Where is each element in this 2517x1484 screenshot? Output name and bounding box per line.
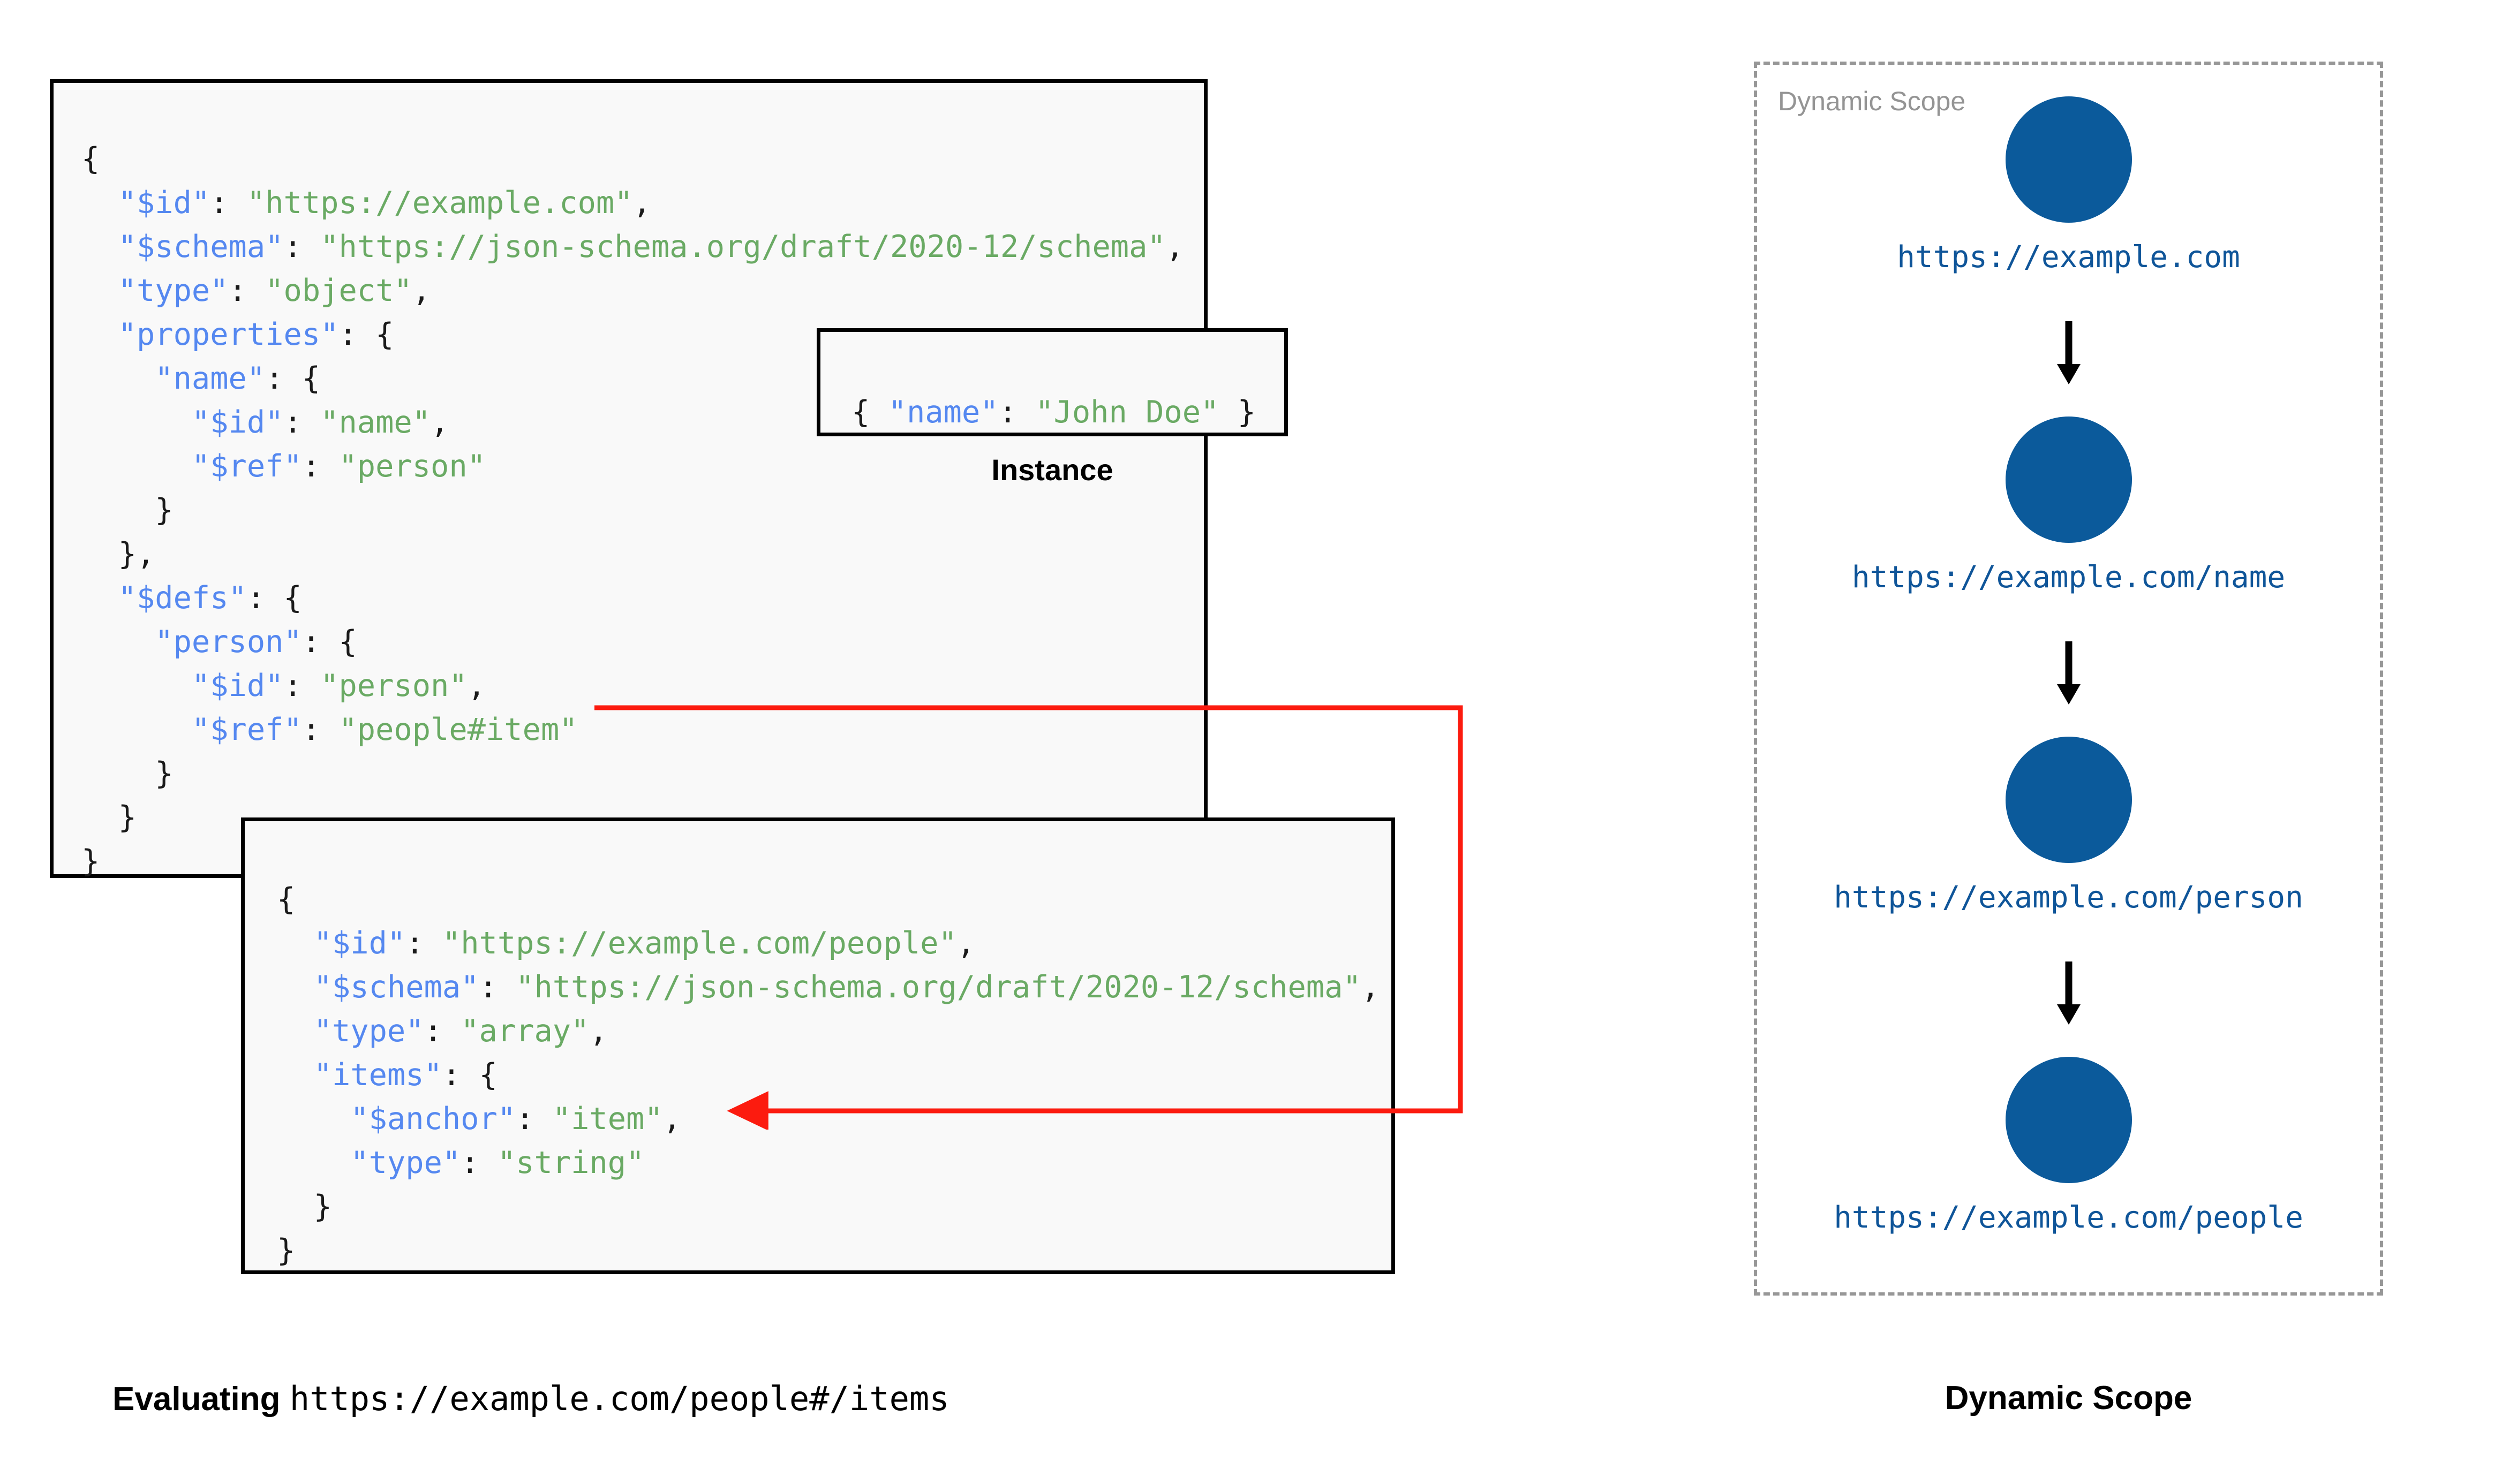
instance-label: Instance <box>991 453 1113 487</box>
scope-node-label: https://example.com/person <box>1834 880 2303 915</box>
schema-root-code: { "$id": "https://example.com", "$schema… <box>81 141 1185 879</box>
scope-node-0: https://example.com <box>1754 96 2383 275</box>
scope-arrow-0-icon <box>1754 321 2383 388</box>
instance-code: { "name": "John Doe" } <box>851 395 1256 430</box>
schema-people-box: { "$id": "https://example.com/people", "… <box>241 817 1395 1274</box>
evaluating-caption-uri: https://example.com/people#/items <box>289 1379 949 1418</box>
scope-node-1: https://example.com/name <box>1754 417 2383 595</box>
scope-node-circle-icon <box>2005 417 2132 543</box>
scope-node-circle-icon <box>2005 1057 2132 1183</box>
schema-people-code: { "$id": "https://example.com/people", "… <box>277 882 1380 1268</box>
evaluating-caption: Evaluating https://example.com/people#/i… <box>112 1379 949 1418</box>
scope-node-circle-icon <box>2005 96 2132 223</box>
scope-node-label: https://example.com/people <box>1834 1200 2303 1235</box>
scope-arrow-1-icon <box>1754 641 2383 708</box>
scope-arrow-2-icon <box>1754 961 2383 1028</box>
scope-node-3: https://example.com/people <box>1754 1057 2383 1235</box>
scope-node-2: https://example.com/person <box>1754 737 2383 915</box>
dynamic-scope-panel <box>1754 62 2383 1296</box>
dynamic-scope-caption: Dynamic Scope <box>1945 1380 2192 1417</box>
dynamic-scope-inner-label: Dynamic Scope <box>1778 86 1966 116</box>
scope-node-label: https://example.com/name <box>1851 560 2286 595</box>
scope-node-label: https://example.com <box>1897 240 2240 275</box>
instance-box: { "name": "John Doe" } <box>817 328 1288 436</box>
scope-node-circle-icon <box>2005 737 2132 863</box>
evaluating-caption-bold: Evaluating <box>112 1381 281 1418</box>
